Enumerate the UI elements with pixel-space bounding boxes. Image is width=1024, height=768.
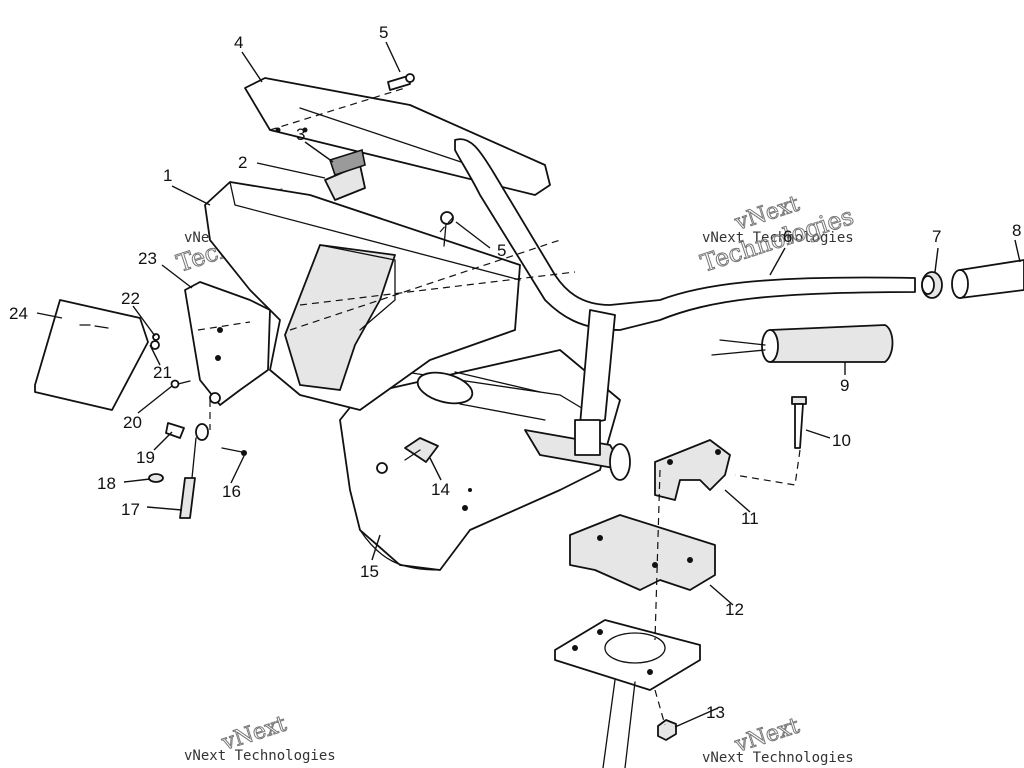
callout-7: 7 [932, 227, 941, 246]
cable-17 [179, 437, 197, 519]
callout-22: 22 [121, 289, 140, 308]
callout-4: 4 [234, 33, 243, 52]
washer-21 [150, 340, 160, 350]
callout-16: 16 [222, 482, 241, 501]
bolt-10 [791, 396, 807, 449]
callout-21: 21 [153, 363, 172, 382]
callout-9: 9 [840, 376, 849, 395]
callout-15: 15 [360, 562, 379, 581]
callout-5a: 5 [379, 23, 388, 42]
callout-11: 11 [741, 509, 759, 528]
callout-6: 6 [783, 227, 792, 246]
callout-14: 14 [431, 480, 450, 499]
switch [324, 148, 366, 201]
callout-8: 8 [1012, 221, 1021, 240]
clip-18 [148, 473, 164, 483]
callout-24: 24 [9, 304, 28, 323]
right-grip [951, 259, 1024, 299]
callout-2: 2 [238, 153, 247, 172]
callouts: 1 2 3 4 5 5 6 7 8 9 10 11 12 13 14 15 16… [9, 23, 1021, 722]
watermark-right: vNext vNext Technologies Technologies [697, 191, 858, 278]
upper-clamp [654, 439, 731, 501]
watermark-bottom-left: vNext vNext Technologies [184, 711, 336, 764]
callout-23: 23 [138, 249, 157, 268]
screw-5-top [387, 73, 415, 91]
steering-plate [554, 619, 701, 768]
callout-12: 12 [725, 600, 744, 619]
svg-text:vNext Technologies: vNext Technologies [702, 230, 854, 246]
top-cover [244, 77, 551, 196]
leader-lines [36, 41, 1021, 728]
callout-1: 1 [163, 166, 172, 185]
clevis [195, 423, 209, 441]
screw-16 [221, 447, 247, 456]
assembly-lines [197, 87, 801, 726]
callout-10: 10 [832, 431, 851, 450]
callout-17: 17 [121, 500, 140, 519]
headlight-pod [204, 181, 521, 411]
front-body-panel [339, 349, 621, 571]
end-collar [921, 271, 943, 299]
callout-18: 18 [97, 474, 116, 493]
steering-riser [524, 419, 631, 481]
bracket [184, 281, 271, 406]
svg-text:vNext Technologies: vNext Technologies [702, 750, 854, 766]
callout-5b: 5 [497, 241, 506, 260]
dash-plate [34, 299, 149, 411]
callout-13: 13 [706, 703, 725, 722]
nut [657, 719, 677, 741]
handlebar [454, 138, 916, 426]
callout-19: 19 [136, 448, 155, 467]
lower-clamp [569, 514, 716, 591]
screw-20 [170, 379, 191, 389]
svg-text:vNext Technologies: vNext Technologies [184, 748, 336, 764]
left-grip [711, 324, 894, 363]
callout-20: 20 [123, 413, 142, 432]
callout-3: 3 [296, 125, 305, 144]
light-14 [376, 437, 439, 474]
